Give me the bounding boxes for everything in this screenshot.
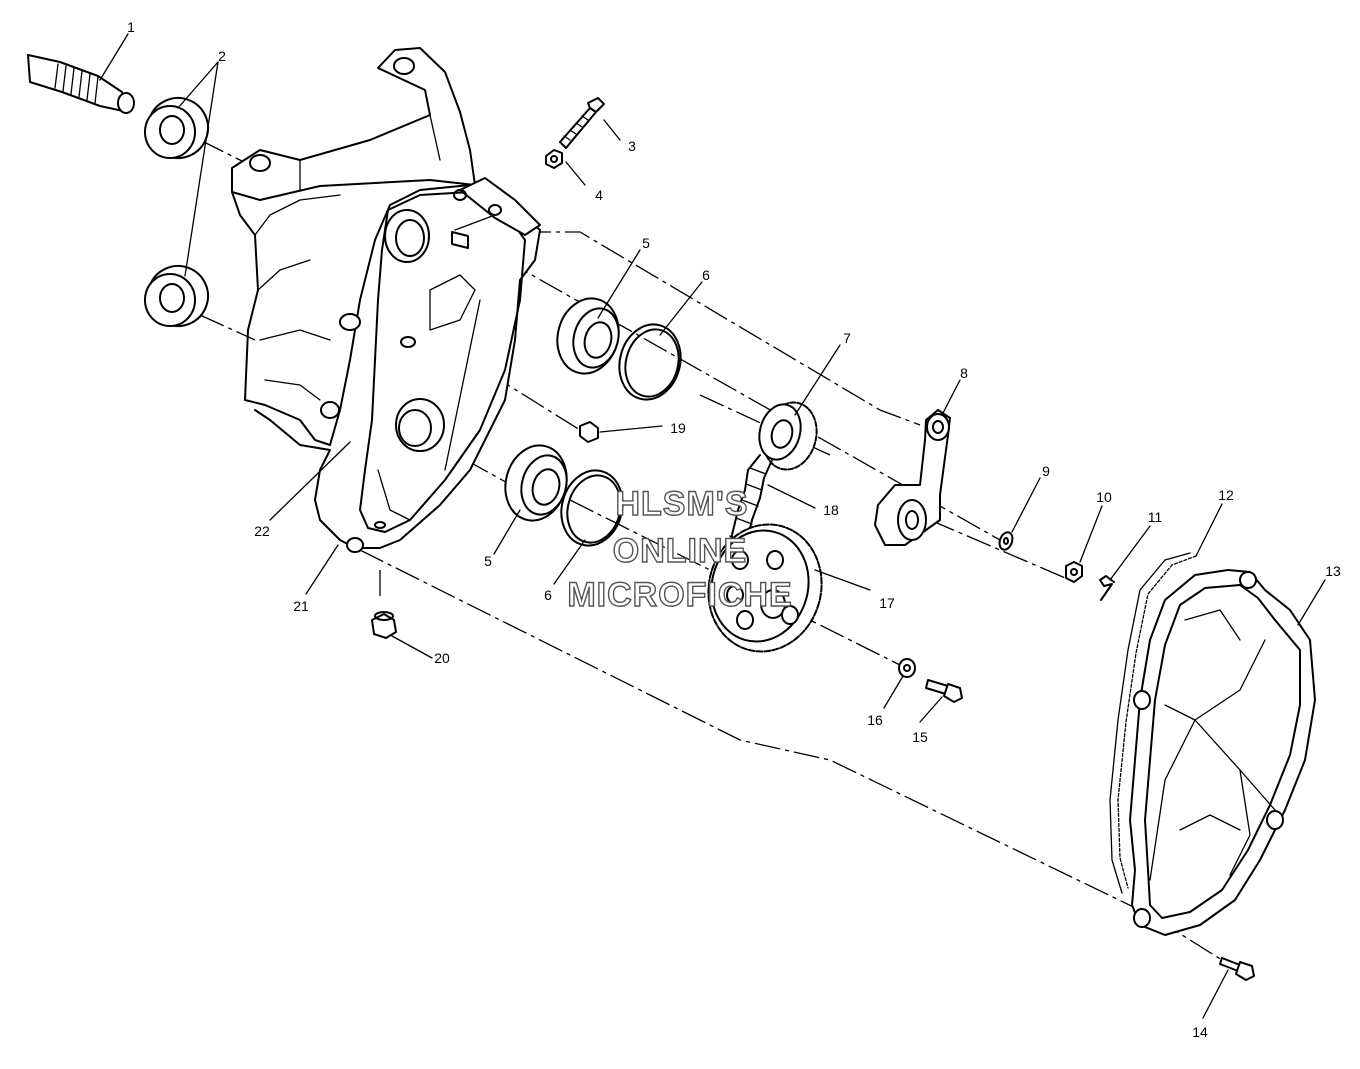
tensioner-bolt <box>559 97 605 149</box>
callout-2: 2 <box>218 48 226 64</box>
chaincase-housing <box>231 47 541 553</box>
sprocket-washer <box>898 658 916 678</box>
leader-lines <box>99 33 1326 1019</box>
callout-15: 15 <box>912 729 928 745</box>
callout-19: 19 <box>670 420 686 436</box>
bearing-upper <box>556 297 620 375</box>
callout-5-upper: 5 <box>642 235 650 251</box>
callout-18: 18 <box>823 502 839 518</box>
upper-sprocket <box>758 401 818 471</box>
sprocket-bolt <box>925 679 963 703</box>
chaincase-cover <box>1129 569 1316 936</box>
watermark-line-3: MICROFICHE <box>567 576 792 614</box>
cover-bolt <box>1219 957 1255 981</box>
callout-5-lower: 5 <box>484 553 492 569</box>
callout-16: 16 <box>867 712 883 728</box>
callout-21: 21 <box>293 598 309 614</box>
callout-6-lower: 6 <box>544 587 552 603</box>
callout-11: 11 <box>1148 509 1163 525</box>
callout-10: 10 <box>1096 489 1112 505</box>
drain-plug <box>371 611 397 639</box>
callout-13: 13 <box>1325 563 1341 579</box>
chain-tensioner <box>874 409 951 546</box>
callout-14: 14 <box>1192 1024 1208 1040</box>
cotter-pin <box>1099 575 1115 601</box>
tensioner-washer <box>998 531 1014 551</box>
callout-3: 3 <box>628 138 636 154</box>
snap-ring-upper <box>618 323 682 401</box>
castle-nut <box>1065 561 1083 583</box>
callout-12: 12 <box>1218 487 1234 503</box>
callout-1: 1 <box>127 19 135 35</box>
tensioner-nut <box>545 149 563 169</box>
callout-numbers: 1 2 3 4 5 6 7 8 9 10 11 12 13 14 15 16 1… <box>127 19 1341 1040</box>
cover-gasket <box>1109 552 1197 894</box>
callout-8: 8 <box>960 365 968 381</box>
watermark-line-1: HLSM'S <box>615 485 748 523</box>
watermark-line-2: ONLINE <box>613 532 747 570</box>
splined-shaft <box>27 54 135 114</box>
lower-sprocket <box>707 523 823 653</box>
callout-6-upper: 6 <box>702 267 710 283</box>
oil-seal-upper <box>144 97 209 159</box>
housing-nut <box>579 421 599 443</box>
watermark: HLSM'S ONLINE MICROFICHE <box>567 484 793 614</box>
callout-7: 7 <box>843 330 851 346</box>
callout-9: 9 <box>1042 463 1050 479</box>
callout-22: 22 <box>254 523 270 539</box>
oil-seal-lower <box>144 265 209 327</box>
callout-20: 20 <box>434 650 450 666</box>
bearing-lower <box>504 444 568 522</box>
callout-17: 17 <box>879 595 895 611</box>
callout-4: 4 <box>595 187 603 203</box>
